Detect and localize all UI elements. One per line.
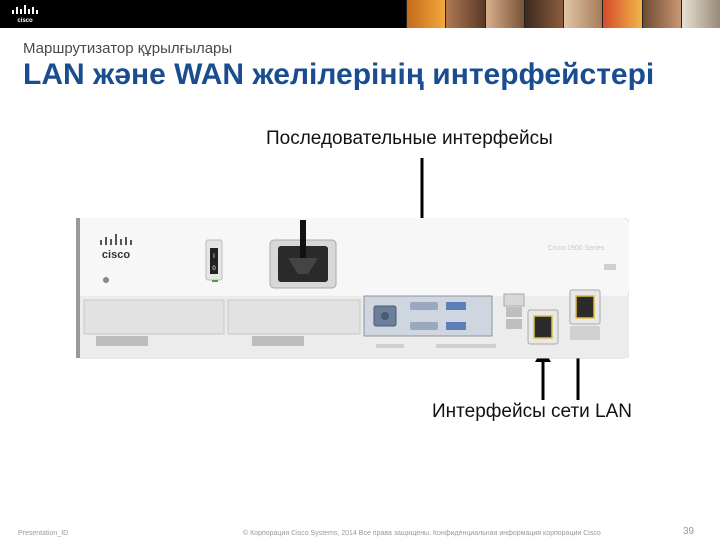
footer-presentation-id: Presentation_ID <box>18 530 69 537</box>
ehwic-slot-1 <box>227 299 361 335</box>
lan-port-ge0-1 <box>575 295 595 319</box>
device-series-text: Cisco 1900 Series <box>548 245 605 252</box>
photo-tile <box>563 0 603 28</box>
slide-subtitle: Маршрутизатор құрылғылары <box>23 40 233 57</box>
lan-interfaces-label: Интерфейсы сети LAN <box>432 401 633 422</box>
photo-tile <box>445 0 485 28</box>
photo-tile <box>523 0 563 28</box>
device-brand-text: cisco <box>102 249 130 261</box>
photo-tile <box>602 0 642 28</box>
photo-tile <box>680 0 720 28</box>
cisco-logo: cisco <box>12 5 38 24</box>
page-number: 39 <box>683 526 695 537</box>
serial-interfaces-label: Последовательные интерфейсы <box>266 128 553 149</box>
router-front-panel: cisco I 0 Cisco 1900 Series <box>76 218 629 359</box>
photo-tile <box>484 0 524 28</box>
console-block <box>503 293 525 307</box>
photo-tile <box>406 0 446 28</box>
ehwic-slot-0 <box>83 299 225 335</box>
serial-port-0 <box>373 305 397 327</box>
serial-port-2-label <box>446 322 466 330</box>
lan-port-ge0-0 <box>533 315 553 339</box>
power-on-mark: I <box>213 254 215 260</box>
top-bar: cisco <box>0 0 720 28</box>
serial-port-1-label <box>446 302 466 310</box>
photo-tile <box>641 0 681 28</box>
power-off-mark: 0 <box>212 266 216 272</box>
svg-text:cisco: cisco <box>17 18 33 24</box>
photo-strip <box>406 0 720 28</box>
slide-title: LAN және WAN желілерінің интерфейстері <box>23 58 655 91</box>
power-switch <box>210 248 218 274</box>
status-led <box>103 277 109 283</box>
device-cisco-logo <box>100 234 132 245</box>
footer-copyright: © Корпорация Cisco Systems, 2014 Все пра… <box>243 530 601 537</box>
